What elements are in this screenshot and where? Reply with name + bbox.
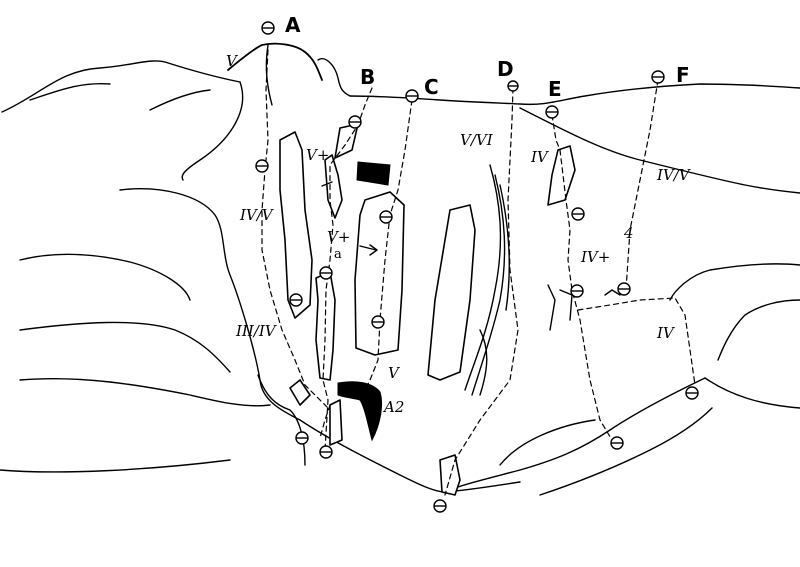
pillar-e [547, 145, 576, 206]
belay-bottom [433, 499, 447, 513]
route-c-line [359, 99, 413, 401]
belay-c-top [405, 89, 419, 103]
belay-c-1 [379, 210, 393, 224]
route-f-line [625, 79, 659, 291]
belay-b-2 [319, 266, 333, 280]
grade-a-low: III/IV [235, 322, 278, 340]
route-label-d: D [497, 57, 514, 81]
belay-e-low [610, 436, 624, 450]
grade-labels: V IV/V III/IV V+ V+ a V A2 V/VI IV IV+ I… [226, 52, 692, 416]
belay-left-low [295, 431, 309, 445]
belay-a-1 [255, 159, 269, 173]
grade-a-mid: IV/V [239, 206, 275, 224]
approach-line [319, 404, 331, 439]
rock-features [279, 123, 621, 496]
grade-d: V/VI [460, 131, 494, 149]
route-e-line [551, 114, 613, 441]
route-label-c: C [424, 75, 439, 99]
block-low-left [289, 379, 311, 406]
route-label-f: F [676, 63, 690, 87]
grade-b-crux: V+ [306, 146, 329, 164]
grade-e-lower: IV+ [580, 248, 610, 266]
belay-b-low [319, 445, 333, 459]
arrow-markers [321, 181, 378, 256]
route-label-e: E [548, 77, 562, 101]
pillar-bottom [439, 454, 461, 496]
grade-c-low: V [388, 364, 401, 382]
belay-a-top [261, 21, 275, 35]
belay-f-1 [617, 282, 631, 296]
belay-e-2 [570, 284, 584, 298]
belay-b-1 [348, 115, 362, 129]
pillar-a [279, 131, 313, 319]
grade-e-upper: IV [530, 148, 550, 166]
route-d-line [444, 87, 519, 496]
grade-c-aid: A2 [382, 398, 404, 416]
black-roof-c [337, 381, 383, 442]
belay-c-2 [371, 315, 385, 329]
pillar-b [324, 154, 343, 219]
grade-f: IV/V [656, 166, 692, 184]
grade-c-upper: V+ [327, 228, 350, 246]
belay-d-top [507, 80, 519, 92]
terrain-outline [0, 42, 800, 496]
route-letters: A B C D E F [285, 13, 690, 101]
block-low-mid [329, 399, 343, 446]
belay-a-2 [289, 293, 303, 307]
belay-right-low [685, 386, 699, 400]
traverse-line [577, 297, 696, 386]
belay-e-1 [571, 207, 585, 221]
grade-a-top: V [226, 52, 239, 70]
black-roof-b [356, 161, 391, 186]
belay-markers [255, 21, 699, 513]
route-a-line [261, 49, 331, 411]
route-label-a: A [285, 13, 301, 37]
belay-f-top [651, 70, 665, 84]
grade-c-sub: a [334, 247, 342, 262]
pillar-a-lower [315, 271, 336, 381]
pillar-c [354, 191, 405, 356]
pillar-center [427, 204, 476, 381]
route-label-b: B [360, 65, 375, 89]
grade-right-low: IV [656, 324, 676, 342]
grade-f-traverse: 4 [623, 224, 634, 242]
belay-e-top [545, 105, 559, 119]
